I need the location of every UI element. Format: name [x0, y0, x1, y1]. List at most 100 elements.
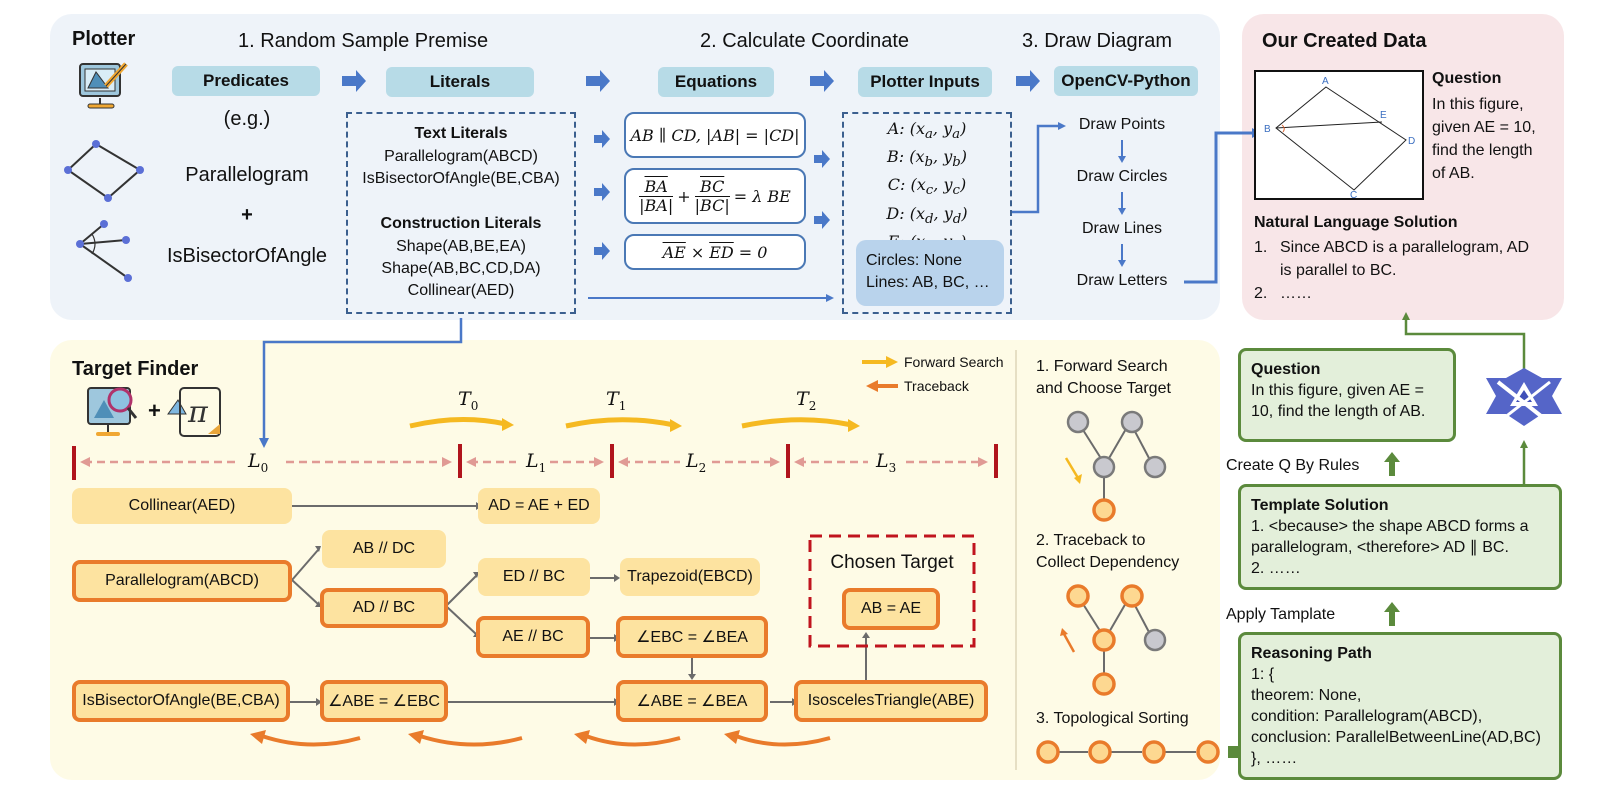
step-3-title: 3. Draw Diagram [1022, 30, 1173, 52]
coordinate-b: B: (xb, yb) [886, 147, 968, 171]
traceback-small-arrow [1060, 628, 1068, 636]
question-box: Question In this figure, given AE = 10, … [1238, 348, 1456, 442]
template-heading: Template Solution [1251, 497, 1389, 514]
node-ae-bc: AE // BC [476, 616, 590, 658]
predicate-isbisectorofangle: IsBisectorOfAngle [166, 245, 328, 267]
text-literal: Parallelogram(ABCD) [384, 148, 538, 165]
node-parallelogram: Parallelogram(ABCD) [72, 560, 292, 602]
green-arrow-up [1384, 602, 1400, 626]
text-literals-heading: Text Literals [414, 125, 508, 142]
coordinate-c: C: (xc, yc) [887, 175, 967, 199]
eq2-den-2: |BC| [694, 195, 730, 215]
arrow-right-icon [1016, 70, 1040, 92]
question-box-line: 10, find the length of AB. [1251, 403, 1426, 420]
level-l2: L2 [686, 450, 707, 475]
node-ad-sum: AD = AE + ED [478, 488, 600, 524]
traceback-arrow [574, 730, 590, 744]
equation-3: AE × ED = 0 [624, 234, 806, 270]
eq3-rhs: = 0 [738, 242, 768, 262]
eq2-num-2: BC [700, 176, 725, 196]
arrow-right-icon [594, 183, 610, 201]
reasoning-line: theorem: None, [1251, 687, 1362, 704]
node-abe-ebc: ∠ABE = ∠EBC [320, 680, 448, 722]
arrow-right-icon [814, 150, 830, 168]
construction-literal: Shape(AB,BC,CD,DA) [381, 260, 541, 277]
step-1-title: 1. Random Sample Premise [238, 30, 489, 52]
reasoning-heading: Reasoning Path [1251, 645, 1372, 662]
angle-bisector-icon [76, 220, 132, 282]
question-line: find the length [1432, 142, 1533, 159]
forward-arrow-t0 [502, 418, 514, 431]
create-q-label: Create Q By Rules [1226, 457, 1360, 474]
chosen-target-label: Chosen Target [830, 552, 954, 573]
solution-line: is parallel to BC. [1280, 262, 1397, 279]
question-line: of AB. [1432, 165, 1475, 182]
node-isosceles: IsoscelesTriangle(ABE) [794, 680, 988, 722]
plus-sign: + [241, 204, 253, 226]
arrow-right-icon [814, 211, 830, 229]
question-box-heading: Question [1251, 361, 1321, 378]
forward-small-arrow [1074, 474, 1082, 484]
coordinate-d: D: (xd, yd) [886, 203, 968, 227]
traceback-arrow [724, 730, 740, 744]
eq2-num-1: BA [644, 176, 668, 196]
draw-lines-step: Draw Lines [1081, 220, 1163, 237]
llm-logo-icon [1486, 368, 1562, 426]
traceback-arrow [250, 730, 266, 744]
lines-value: Lines: AB, BC, … [866, 274, 990, 291]
literals-pill: Literals [386, 67, 534, 97]
figure-label-a: A [1322, 76, 1329, 87]
equations-pill: Equations [658, 67, 774, 97]
solution-num: 2. [1254, 285, 1268, 302]
circles-lines-box: Circles: None Lines: AB, BC, … [856, 240, 1004, 306]
transition-t0: T0 [458, 388, 479, 413]
created-data-title: Our Created Data [1262, 30, 1427, 52]
step-2-title: 2. Calculate Coordinate [700, 30, 910, 52]
eq2-plus: + [677, 186, 691, 206]
example-label: (e.g.) [223, 108, 271, 130]
chosen-target-box [808, 534, 976, 648]
figure-geometry: A B C D E [1264, 76, 1415, 201]
node-ebc-bea: ∠EBC = ∠BEA [616, 616, 768, 658]
node-abe-bea: ∠ABE = ∠BEA [616, 680, 768, 722]
template-line: 2. …… [1251, 560, 1301, 577]
plotter-title: Plotter [72, 28, 136, 50]
green-arrow-up [1384, 452, 1400, 476]
target-finder-icons: + π [87, 387, 221, 437]
literals-box [346, 112, 576, 314]
math-pi-icon: π [167, 387, 221, 437]
draw-circles-step: Draw Circles [1076, 168, 1168, 185]
transition-t2: T2 [796, 388, 817, 413]
question-heading: Question [1432, 70, 1502, 87]
generated-figure: A B C D E [1254, 70, 1424, 201]
parallelogram-icon [64, 140, 144, 202]
node-collinear: Collinear(AED) [72, 488, 292, 524]
reasoning-path-box: Reasoning Path 1: { theorem: None, condi… [1238, 632, 1562, 780]
question-box-line: In this figure, given AE = [1251, 382, 1424, 399]
traceback-legend-arrow [866, 380, 878, 392]
solution-line: Since ABCD is a parallelogram, AD [1280, 239, 1529, 256]
arrow-right-icon [594, 242, 610, 260]
figure-label-d: D [1408, 136, 1415, 147]
arrow-right-icon [810, 70, 834, 92]
predicates-pill: Predicates [172, 66, 320, 96]
equation-1: AB ∥ CD, |AB| = |CD| [624, 112, 806, 158]
question-text: In this figure, given AE = 10, find the … [1432, 93, 1536, 185]
construction-literal: Shape(AB,BE,EA) [396, 238, 526, 255]
figure-label-e: E [1380, 110, 1387, 121]
solution-line: …… [1280, 285, 1312, 302]
question-line: given AE = 10, [1432, 119, 1536, 136]
level-l0: L0 [248, 450, 269, 475]
side-step-3: 3. Topological Sorting [1036, 710, 1189, 727]
svg-text:π: π [187, 395, 209, 430]
plus-icon: + [148, 398, 161, 423]
plotter-inputs-box [842, 112, 1012, 314]
plotter-monitor-icon [79, 62, 128, 109]
apply-template-label: Apply Tamplate [1226, 606, 1336, 623]
figure-label-b: B [1264, 124, 1271, 135]
template-line: 1. <because> the shape ABCD forms a [1251, 518, 1529, 535]
search-monitor-icon [87, 387, 138, 436]
